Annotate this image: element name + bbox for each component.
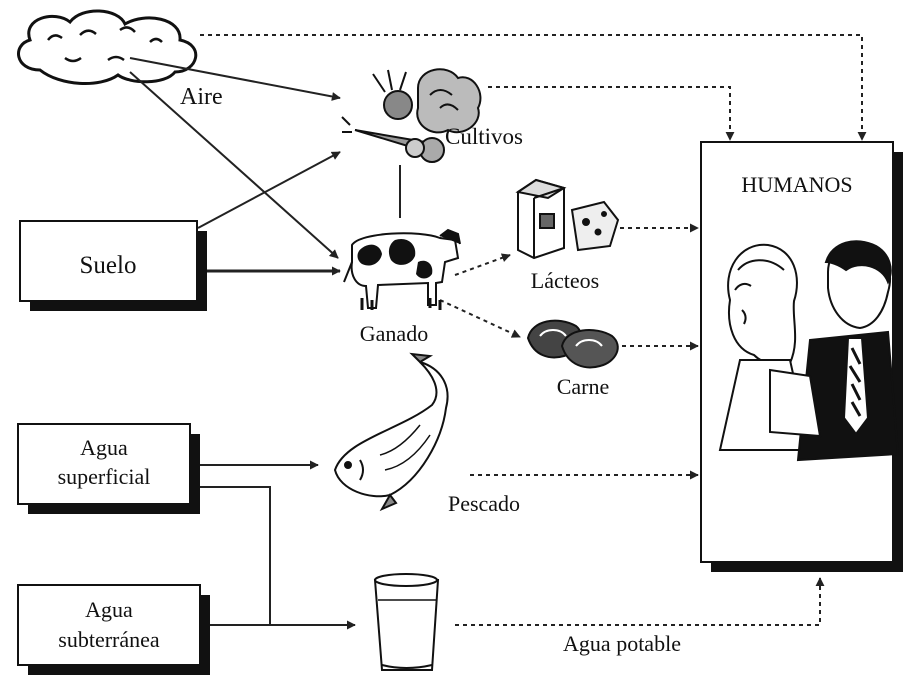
vegetables-icon	[341, 68, 482, 163]
livestock-label: Ganado	[360, 321, 428, 346]
arrow-crops-to-humans	[488, 86, 735, 141]
dairy-label: Lácteos	[531, 268, 599, 293]
surface-water-box	[17, 423, 200, 514]
fish-label: Pescado	[448, 491, 520, 516]
steak-icon	[526, 319, 619, 369]
soil-box	[19, 220, 207, 311]
fish-icon	[333, 352, 449, 512]
crops-label: Cultivos	[445, 124, 523, 149]
dashed-connectors	[200, 34, 867, 626]
humans-label: HUMANOS	[741, 172, 852, 197]
surface-water-label-line2: superficial	[58, 464, 151, 489]
cloud-icon	[17, 9, 198, 85]
surface-water-label-line1: Agua	[80, 435, 128, 460]
drinking-water-label: Agua potable	[563, 631, 681, 656]
groundwater-label-line1: Agua	[85, 597, 133, 622]
line-surface-water-branch	[198, 486, 271, 625]
arrow-air-to-humans	[200, 34, 867, 141]
water-glass-icon	[373, 573, 440, 671]
arrow-air-to-crops	[129, 57, 341, 101]
arrow-water-to-humans	[455, 577, 825, 626]
soil-label: Suelo	[80, 252, 137, 279]
arrow-livestock-to-meat	[439, 299, 521, 338]
groundwater-label-line2: subterránea	[58, 627, 160, 652]
arrow-soil-to-crops	[197, 151, 341, 229]
solid-connectors	[129, 57, 401, 630]
people-icon	[718, 240, 900, 462]
arrow-air-to-livestock	[129, 71, 339, 259]
air-label: Aire	[180, 84, 223, 110]
milk-cheese-icon	[515, 178, 620, 260]
meat-label: Carne	[557, 374, 610, 399]
groundwater-box	[17, 584, 210, 675]
cow-icon	[343, 228, 461, 310]
arrow-livestock-to-dairy	[454, 253, 511, 276]
